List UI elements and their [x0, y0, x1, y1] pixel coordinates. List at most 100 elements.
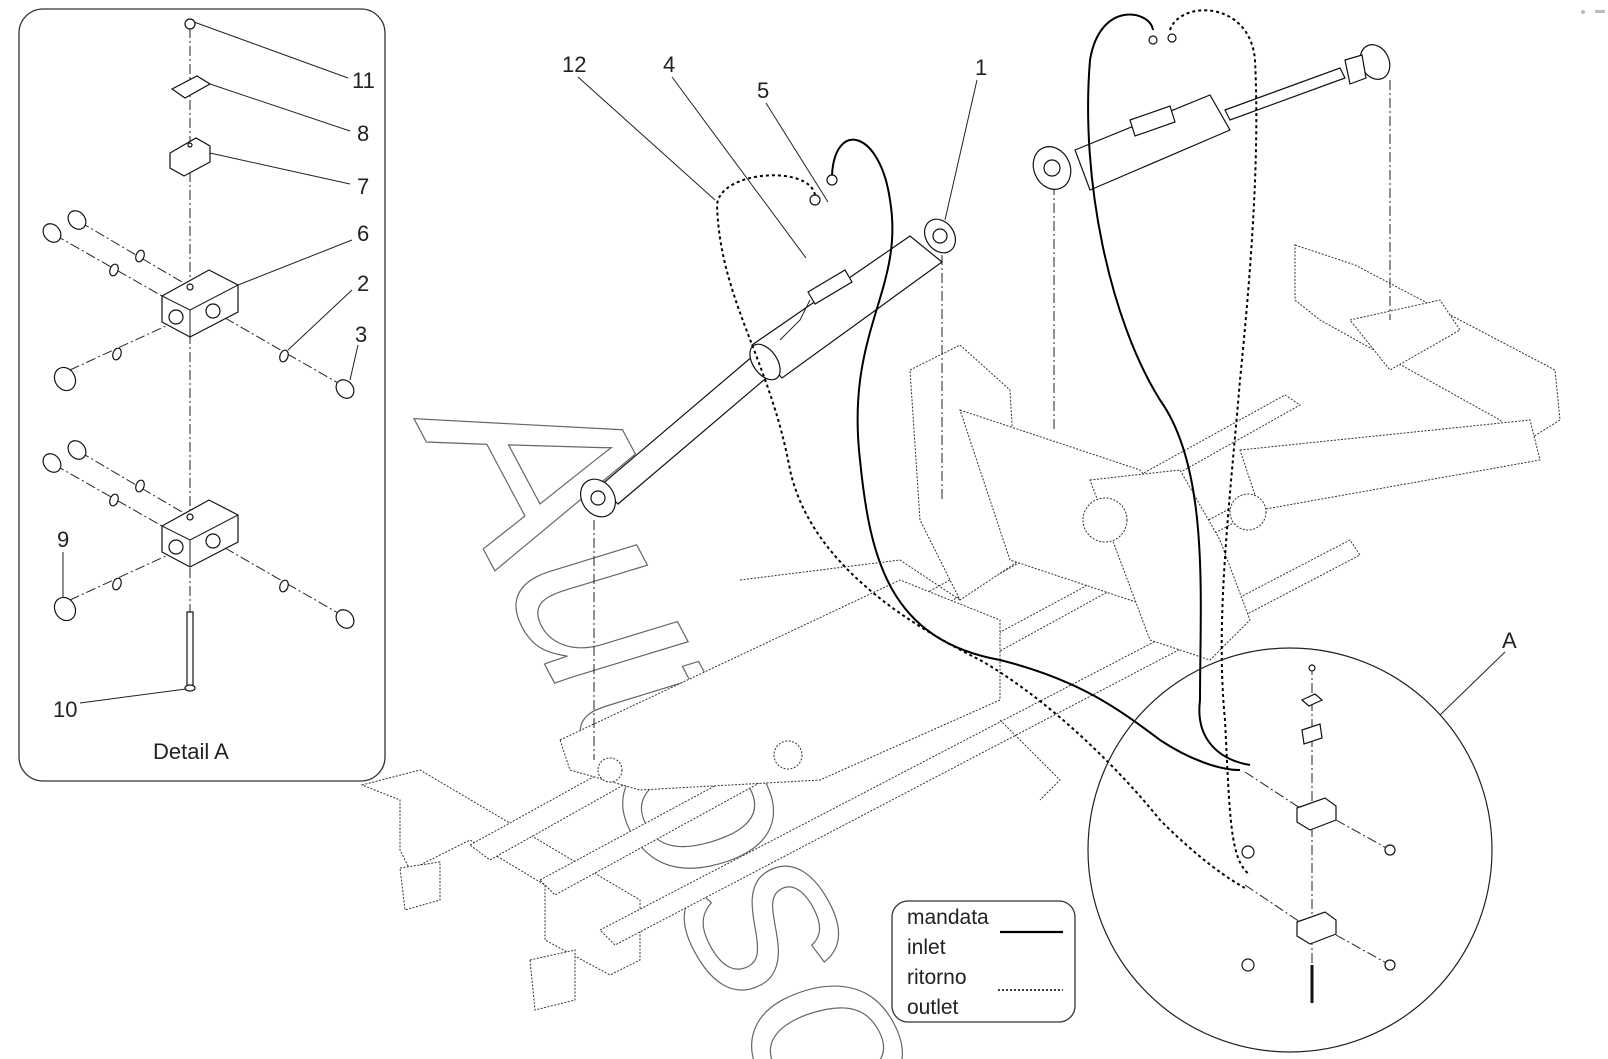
frame-right-box — [1239, 419, 1541, 511]
part-fitting-upper-2 — [42, 223, 62, 243]
part-seal-upper-1 — [135, 249, 145, 263]
hose-inlet-right — [1087, 13, 1251, 766]
part-seal-lower-4 — [279, 579, 289, 593]
part-6-block-upper-edge-2 — [161, 295, 191, 311]
cylinder-right-nut — [1344, 54, 1367, 85]
detail-a-panel-box — [18, 8, 386, 782]
leader-5 — [765, 102, 829, 203]
part-seal-lower-1 — [135, 479, 145, 493]
callout-10: 10 — [53, 697, 77, 722]
frame-pivot-pin-1 — [1082, 497, 1128, 543]
cylinder-right-eye-foot-hole — [1043, 159, 1061, 177]
part-6b-top-hole — [186, 513, 194, 521]
detail-a-plate — [1300, 693, 1324, 707]
leader-3 — [349, 344, 359, 381]
frame-detail-line-2 — [999, 719, 1061, 801]
part-11-nut — [184, 18, 196, 30]
part-6-port-1 — [168, 309, 184, 325]
leader-12 — [577, 76, 716, 201]
callout-7: 7 — [357, 174, 369, 199]
callout-6: 6 — [357, 221, 369, 246]
part-6-block-lower-edge-2 — [161, 525, 191, 541]
fitting-right-2 — [1167, 33, 1177, 43]
fitting-left-2 — [809, 194, 821, 206]
cylinder-left-eye-head-hole — [932, 228, 948, 244]
leader-1 — [944, 79, 978, 221]
detail-a-title: Detail A — [153, 739, 229, 764]
detail-a-plug-2 — [1241, 958, 1255, 972]
callout-2: 2 — [357, 271, 369, 296]
part-3-fitting — [335, 379, 355, 399]
part-2-seal — [279, 349, 289, 363]
detail-a-circle[interactable] — [1087, 647, 1493, 1053]
detail-a-nut — [1308, 664, 1316, 672]
callout-12: 12 — [562, 52, 586, 77]
cylinder-left-tube — [779, 299, 811, 341]
fitting-right-1 — [1148, 35, 1158, 45]
cylinder-left[interactable] — [573, 213, 961, 523]
axis-upper-fitting-1 — [79, 221, 183, 283]
frame-left-plate — [360, 769, 641, 976]
legend-mandata: mandata — [907, 906, 989, 929]
callout-4: 4 — [663, 52, 675, 77]
frame-roller — [773, 740, 803, 770]
cylinder-left-barrel — [751, 235, 943, 379]
part-6-top-hole — [186, 283, 194, 291]
axis-lower-fitting-2 — [54, 464, 163, 527]
part-10-bolt-head — [184, 684, 196, 692]
part-6-block-lower — [161, 499, 239, 568]
cylinder-right-valve-block — [1129, 105, 1176, 137]
callout-3: 3 — [355, 322, 367, 347]
part-6-port-2 — [205, 303, 221, 319]
hoses — [715, 9, 1258, 889]
part-6-block-upper — [161, 269, 239, 338]
frame-tube-end-2 — [529, 949, 576, 1011]
leader-11 — [193, 21, 349, 79]
legend-ritorno: ritorno — [907, 966, 967, 989]
callout-1: 1 — [975, 55, 987, 80]
machine-frame — [360, 244, 1561, 1011]
part-6-block-upper-edge-3 — [189, 284, 239, 311]
cylinder-left-eye-foot-hole — [590, 490, 606, 506]
leader-8 — [209, 83, 351, 132]
leader-10 — [79, 688, 187, 704]
part-7-clamp — [169, 137, 211, 177]
detail-a-fitting-1 — [1384, 844, 1396, 856]
callout-8: 8 — [357, 121, 369, 146]
leader-A — [1439, 651, 1506, 716]
part-seal-lower-2 — [109, 493, 119, 507]
part-6b-port-2 — [205, 533, 221, 549]
frame-lower-pin — [597, 757, 623, 783]
part-fitting-lower-3 — [335, 609, 355, 629]
detail-a-clamp — [1301, 723, 1323, 745]
part-6-block-lower-edge-3 — [189, 514, 239, 541]
part-fitting-lower-1 — [67, 440, 87, 460]
part-fitting-lower-2 — [42, 453, 62, 473]
detail-a-plug-1 — [1241, 845, 1255, 859]
callout-9: 9 — [57, 527, 69, 552]
cylinder-right[interactable] — [1026, 40, 1395, 196]
frame-detail-line-1 — [739, 559, 961, 601]
leader-2 — [287, 289, 353, 351]
legend-outlet: outlet — [907, 996, 959, 1019]
corner-mark-bar — [1595, 10, 1605, 13]
part-fitting-upper-1 — [67, 210, 87, 230]
callout-5: 5 — [757, 78, 769, 103]
frame-pivot-pin-2 — [1229, 493, 1267, 531]
corner-mark-dot — [1581, 10, 1585, 14]
leader-7 — [209, 152, 351, 185]
part-seal-upper-2 — [109, 263, 119, 277]
detail-a-boundary — [1087, 647, 1493, 1053]
legend-inlet: inlet — [907, 936, 946, 959]
leader-6 — [237, 239, 353, 286]
leader-4 — [671, 76, 807, 259]
legend: mandata inlet ritorno outlet — [891, 900, 1076, 1023]
callout-A: A — [1502, 628, 1517, 653]
axis-upper-fitting-3 — [224, 317, 339, 384]
main-callouts: 12 4 5 1 A — [562, 52, 1517, 716]
detail-a-axis-4 — [1244, 884, 1301, 923]
frame-lower-arm — [559, 579, 1001, 791]
axis-upper-fitting-2 — [54, 234, 163, 297]
detail-a-axis-2 — [1244, 771, 1301, 809]
